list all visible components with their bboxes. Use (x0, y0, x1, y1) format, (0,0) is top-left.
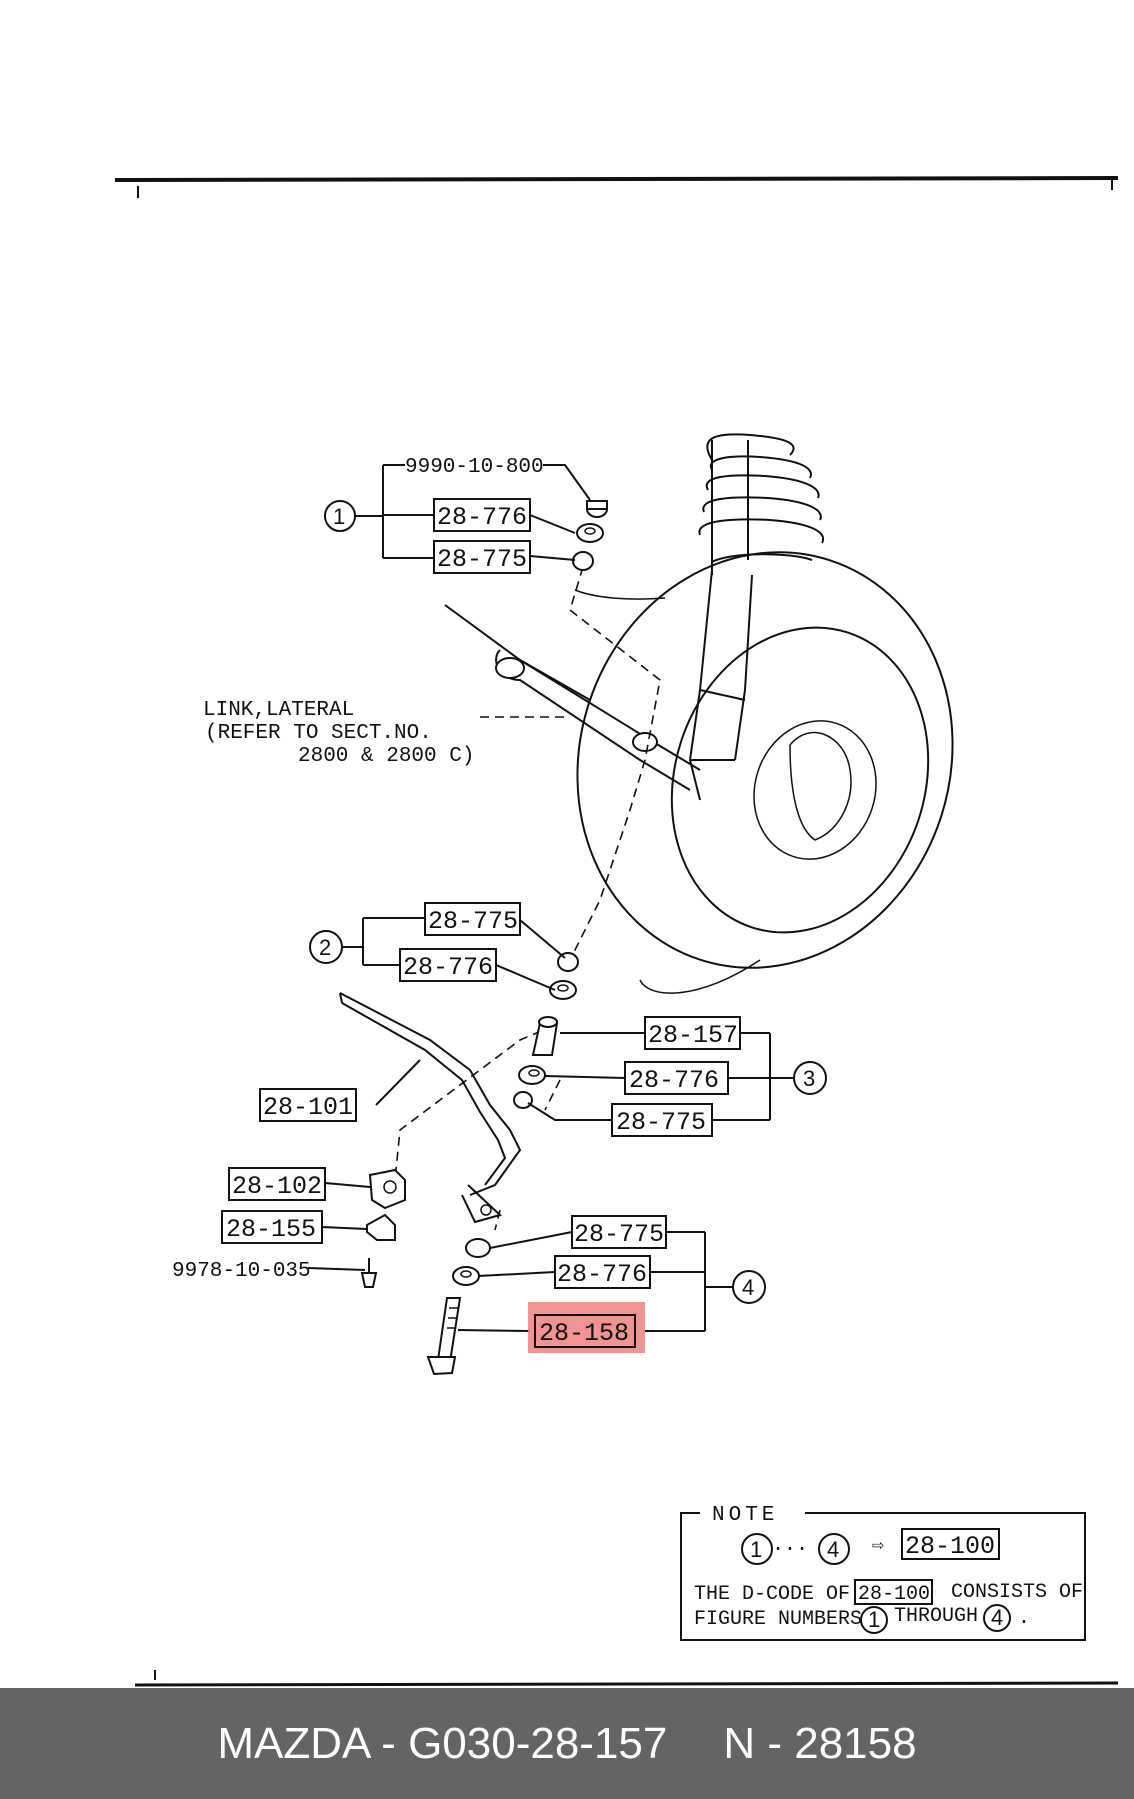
label-nut[interactable]: 9990-10-800 (405, 456, 544, 479)
label-bushing-mount[interactable]: 28-102 (232, 1172, 322, 1201)
coil-spring (698, 433, 825, 575)
label-bracket[interactable]: 28-155 (226, 1215, 316, 1244)
label-washer-upper[interactable]: 28-776 (437, 503, 527, 532)
leader-lines (307, 464, 793, 1332)
figure-2-number: 2 (319, 935, 331, 960)
label-bolt-link[interactable]: 28-158 (539, 1319, 629, 1348)
fig4-hardware (426, 1238, 491, 1376)
note-line2-from: 1 (868, 1607, 880, 1632)
note-line1-pre: THE D-CODE OF (694, 1583, 850, 1606)
figure-markers: 1 2 3 4 (309, 500, 827, 1304)
upper-hardware (572, 500, 608, 571)
label-bushing-4[interactable]: 28-775 (574, 1220, 664, 1249)
note-line2-mid: THROUGH (894, 1605, 978, 1628)
figure-4-number: 4 (742, 1275, 754, 1300)
fig2-hardware (549, 952, 579, 1000)
highlight-bolt-link (528, 1302, 645, 1353)
figure-3-number: 3 (803, 1066, 815, 1091)
part-labels[interactable]: 9990-10-800 28-776 28-775 LINK,LATERAL (… (172, 456, 741, 1353)
part-footer-bar: MAZDA - G030-28-157 N - 28158 (0, 1688, 1134, 1799)
note-line2-pre: FIGURE NUMBERS (694, 1608, 862, 1631)
label-washer-2[interactable]: 28-776 (403, 953, 493, 982)
note-line2-to: 4 (991, 1605, 1003, 1630)
label-stabilizer[interactable]: 28-101 (263, 1093, 353, 1122)
parts-diagram: 9990-10-800 28-776 28-775 LINK,LATERAL (… (114, 176, 1119, 1687)
label-bushing-2[interactable]: 28-775 (428, 907, 518, 936)
page-border (114, 176, 1119, 1687)
lateral-link (444, 589, 701, 791)
note-box: NOTE 1 ··· 4 ⇨ 28-100 THE D-CODE OF 28-1… (680, 1504, 1086, 1641)
label-bushing-upper[interactable]: 28-775 (437, 545, 527, 574)
note-arrow: ⇨ (872, 1535, 884, 1558)
figure-1-number: 1 (333, 504, 345, 529)
note-line2-end: . (1018, 1607, 1030, 1630)
label-bushing-3[interactable]: 28-775 (616, 1108, 706, 1137)
label-link-note-3: 2800 & 2800 C) (298, 745, 474, 768)
note-line1-code: 28-100 (858, 1583, 930, 1606)
label-spacer[interactable]: 28-157 (648, 1021, 738, 1050)
note-line1-post: CONSISTS OF (951, 1581, 1083, 1604)
note-title: NOTE (712, 1504, 778, 1527)
label-link-note-2: (REFER TO SECT.NO. (205, 722, 432, 745)
note-range-dots: ··· (772, 1538, 808, 1561)
note-range-from: 1 (750, 1537, 762, 1562)
label-washer-4[interactable]: 28-776 (557, 1260, 647, 1289)
strut (688, 569, 753, 801)
footer-part-ref: MAZDA - G030-28-157 (217, 1718, 668, 1768)
note-range-to: 4 (827, 1537, 839, 1562)
fig3-hardware (513, 1016, 559, 1109)
note-code: 28-100 (905, 1532, 995, 1561)
stabilizer-bar (339, 992, 522, 1224)
mount-hardware (360, 1168, 406, 1288)
label-washer-3[interactable]: 28-776 (629, 1066, 719, 1095)
label-link-note-1: LINK,LATERAL (203, 699, 354, 722)
footer-part-number: N - 28158 (723, 1718, 917, 1768)
label-bolt-bracket[interactable]: 9978-10-035 (172, 1260, 311, 1283)
tire (576, 551, 954, 994)
